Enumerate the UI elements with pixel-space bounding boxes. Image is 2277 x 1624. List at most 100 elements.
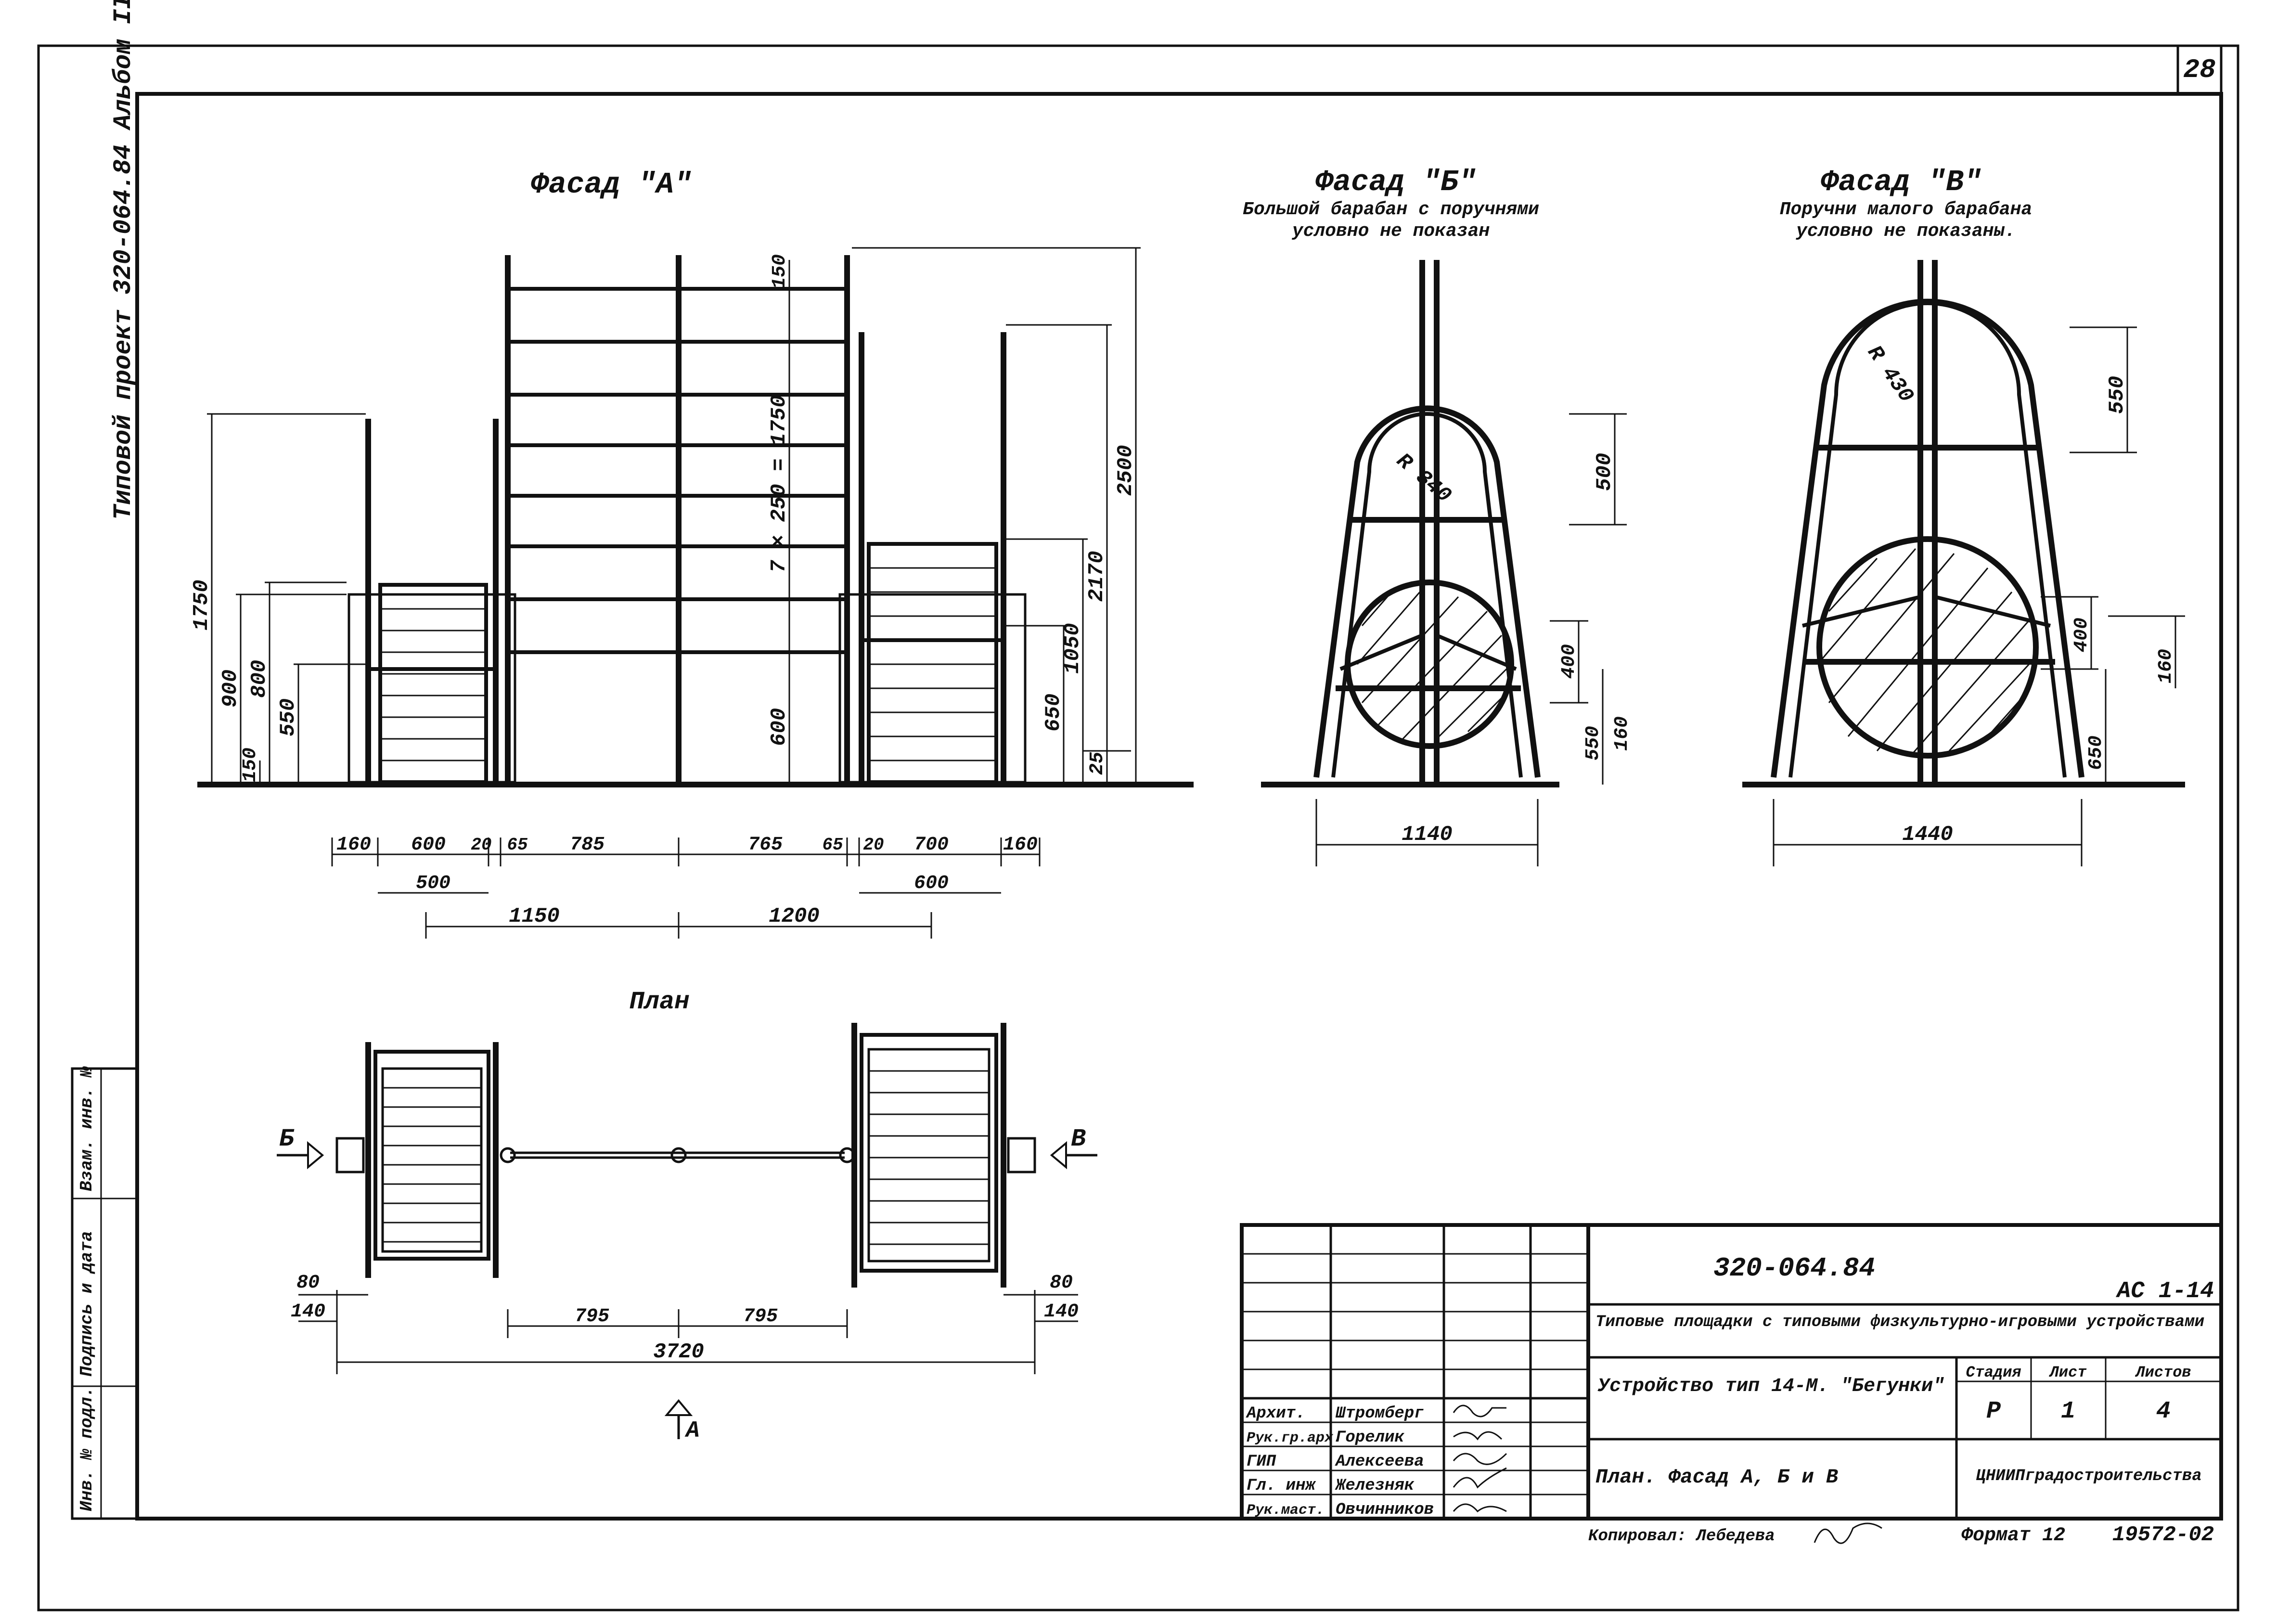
dim-2500: 2500 bbox=[1114, 445, 1138, 496]
facade-a-left-dims: 1750 900 800 550 150 bbox=[190, 413, 366, 785]
stamp-cell-sign: Подпись и дата bbox=[77, 1231, 97, 1377]
sheets-value: 4 bbox=[2156, 1398, 2171, 1425]
dim-800: 800 bbox=[247, 660, 271, 698]
copied-by: Копировал: Лебедева bbox=[1588, 1527, 1775, 1546]
signatures bbox=[1453, 1405, 1507, 1513]
sig-grid-lines bbox=[1242, 1253, 1588, 1495]
name-2: Алексеева bbox=[1335, 1453, 1424, 1471]
arrow-a-label: А bbox=[684, 1418, 700, 1444]
facade-a-horizontal-dims: 160 600 20 65 785 765 65 20 700 160 500 … bbox=[331, 834, 1041, 939]
dim-h-20-left: 20 bbox=[471, 835, 491, 855]
dim-1050: 1050 bbox=[1061, 623, 1085, 674]
plan-dim-140-left: 140 bbox=[291, 1301, 325, 1323]
facade-b-note-1: Большой барабан с поручнями bbox=[1243, 199, 1539, 220]
facade-b-arch-outer bbox=[1313, 405, 1541, 778]
name-0: Штромберг bbox=[1335, 1405, 1424, 1423]
facade-v: Фасад "В" Поручни малого барабана условн… bbox=[1742, 165, 2185, 866]
facade-v-arch-inner bbox=[1788, 301, 2067, 778]
dim-650: 650 bbox=[1042, 694, 1066, 732]
dim-150-top: 150 bbox=[769, 254, 791, 289]
dim-1750: 1750 bbox=[190, 580, 214, 631]
footer: Копировал: Лебедева Формат 12 19572-02 bbox=[1588, 1522, 2214, 1547]
dim-h-20-right: 20 bbox=[863, 835, 884, 855]
left-stamp: Инв. № подл. Подпись и дата Взам. инв. № bbox=[71, 1066, 139, 1520]
sheet-number-box bbox=[2176, 44, 2223, 95]
inventory-number: 19572-02 bbox=[2112, 1523, 2214, 1547]
facade-b-title: Фасад "Б" bbox=[1315, 165, 1477, 199]
facade-v-dim-650: 650 bbox=[2085, 735, 2107, 770]
facade-b-dim-500: 500 bbox=[1593, 453, 1617, 491]
dim-h-765: 765 bbox=[748, 834, 783, 856]
plan-dim-80-left: 80 bbox=[296, 1272, 320, 1294]
facade-v-dim-400: 400 bbox=[2071, 618, 2093, 652]
role-1: Рук.гр.арх. bbox=[1247, 1430, 1342, 1446]
dim-2170: 2170 bbox=[1085, 551, 1109, 602]
dim-600: 600 bbox=[767, 708, 791, 746]
dim-25: 25 bbox=[1087, 752, 1108, 775]
plan-right-drum bbox=[851, 1023, 1036, 1288]
facade-b-dim-1140: 1140 bbox=[1402, 823, 1453, 847]
facade-b-note-2: условно не показан bbox=[1292, 221, 1490, 242]
name-4: Овчинников bbox=[1336, 1501, 1434, 1519]
facade-v-dim-550: 550 bbox=[2105, 376, 2129, 414]
facade-v-dim-160: 160 bbox=[2155, 649, 2177, 683]
title-block: Архит. Штромберг Рук.гр.арх. Горелик ГИП… bbox=[1240, 1223, 2223, 1521]
dim-h-65-left: 65 bbox=[507, 835, 528, 855]
name-3: Железняк bbox=[1335, 1477, 1415, 1495]
left-drum bbox=[347, 419, 516, 784]
plan-title: План bbox=[630, 988, 690, 1016]
arrow-v-label: В bbox=[1071, 1125, 1086, 1153]
right-drum bbox=[838, 332, 1027, 784]
sheet-border bbox=[37, 44, 2239, 1611]
dim-h-65-right: 65 bbox=[822, 835, 843, 855]
facade-b-drum-hatch bbox=[1356, 587, 1507, 742]
facade-v-drum-hatch bbox=[1821, 548, 2034, 756]
view-arrow-v: В bbox=[1050, 1125, 1097, 1170]
dim-h-160-right: 160 bbox=[1003, 834, 1038, 856]
plan-dim-795-right: 795 bbox=[743, 1306, 778, 1328]
plan: План bbox=[277, 988, 1097, 1444]
role-4: Рук.маст. bbox=[1247, 1502, 1325, 1519]
organization: ЦНИИПградостроительства bbox=[1976, 1467, 2201, 1485]
format: Формат 12 bbox=[1961, 1525, 2065, 1547]
facade-v-drum bbox=[1816, 536, 2039, 759]
stamp-cell-replace: Взам. инв. № bbox=[77, 1066, 97, 1191]
role-0: Архит. bbox=[1246, 1405, 1305, 1423]
ladder-rungs bbox=[508, 287, 847, 654]
facade-b-arch-inner bbox=[1331, 412, 1523, 778]
dim-h-785: 785 bbox=[570, 834, 605, 856]
plan-dim-140-right: 140 bbox=[1044, 1301, 1079, 1323]
role-2: ГИП bbox=[1247, 1453, 1276, 1471]
facade-b-dim-160: 160 bbox=[1611, 716, 1633, 751]
view-arrow-b: Б bbox=[277, 1125, 324, 1170]
facade-v-radius: R 430 bbox=[1862, 341, 1918, 407]
sheets-label: Листов bbox=[2135, 1364, 2191, 1381]
facade-b-dim-550: 550 bbox=[1582, 726, 1604, 760]
stage-label: Стадия bbox=[1966, 1364, 2021, 1381]
plan-post-right bbox=[839, 1147, 855, 1163]
sheet-number: 28 bbox=[2183, 54, 2215, 85]
stage-value: Р bbox=[1986, 1398, 2001, 1425]
sheet-label: Лист bbox=[2049, 1364, 2087, 1381]
dim-h-1200: 1200 bbox=[769, 904, 820, 928]
dim-h-700: 700 bbox=[914, 834, 949, 856]
plan-dim-795-left: 795 bbox=[575, 1306, 609, 1328]
dim-h-500: 500 bbox=[416, 873, 450, 894]
stamp-cell-inv: Инв. № подл. bbox=[77, 1387, 97, 1511]
role-3: Гл. инж bbox=[1247, 1477, 1316, 1495]
plan-post-left bbox=[500, 1147, 516, 1163]
facade-a-ladder-dims: 600 7 × 250 = 1750 150 bbox=[767, 254, 791, 782]
facade-b-dim-400: 400 bbox=[1558, 644, 1580, 679]
arrow-b-label: Б bbox=[279, 1125, 295, 1153]
plan-dim-3720: 3720 bbox=[653, 1340, 704, 1364]
dim-h-1150: 1150 bbox=[509, 904, 560, 928]
facade-v-note-2: условно не показаны. bbox=[1796, 221, 2016, 242]
plan-dims: 80 140 80 140 795 795 3720 bbox=[291, 1272, 1079, 1374]
doc-code: 320-064.84 bbox=[1713, 1253, 1875, 1284]
dim-7x250: 7 × 250 = 1750 bbox=[767, 395, 791, 573]
sheet-value: 1 bbox=[2061, 1398, 2075, 1425]
sheet-code: АС 1-14 bbox=[2115, 1278, 2214, 1304]
object-title: Устройство тип 14-М. "Бегунки" bbox=[1597, 1376, 1944, 1397]
dim-550: 550 bbox=[276, 698, 300, 736]
